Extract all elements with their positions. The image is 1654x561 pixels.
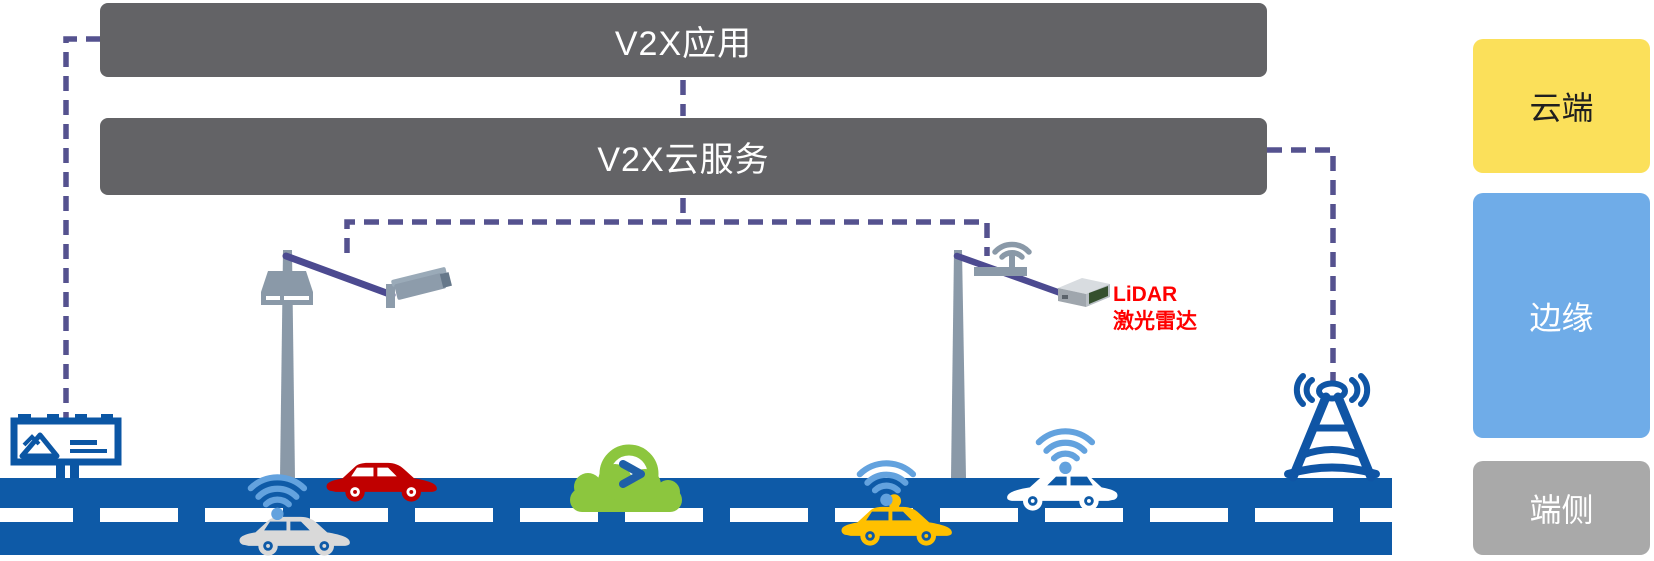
connector-billboard-to-app xyxy=(63,36,101,421)
connector-cloud-to-tower xyxy=(1267,147,1336,383)
legend-device-tier-label: 端侧 xyxy=(1529,492,1594,528)
legend-edge-tier: 边缘 xyxy=(1473,193,1650,438)
antenna-icon xyxy=(974,241,1032,276)
dashed-connectors xyxy=(63,36,1336,421)
legend-cloud-tier-label: 云端 xyxy=(1529,90,1594,126)
v2x-cloud-service-layer-bar: V2X云服务 xyxy=(100,118,1267,195)
lidar-annotation: LiDAR 激光雷达 xyxy=(1113,281,1197,336)
roadside-pole-camera xyxy=(261,250,452,478)
lidar-sensor-icon xyxy=(1058,278,1110,307)
lidar-annotation-zh: 激光雷达 xyxy=(1113,310,1197,334)
cell-tower-icon xyxy=(1284,373,1380,482)
roadside-camera-icon xyxy=(386,267,452,308)
lane-marking xyxy=(0,508,1392,522)
legend-device-tier: 端侧 xyxy=(1473,461,1650,555)
wifi-icon xyxy=(1039,431,1092,474)
connector-cloud-to-edge-bus xyxy=(344,198,990,256)
v2x-app-layer-bar: V2X应用 xyxy=(100,3,1267,77)
rsu-box-icon xyxy=(261,271,313,305)
legend-edge-tier-label: 边缘 xyxy=(1529,299,1594,336)
roadside-pole-lidar xyxy=(951,241,1110,478)
lidar-annotation-en: LiDAR xyxy=(1113,283,1178,306)
v2x-cloud-service-layer-label: V2X云服务 xyxy=(597,141,770,179)
legend-cloud-tier: 云端 xyxy=(1473,39,1650,173)
road xyxy=(0,478,1392,555)
camera-mount-arm xyxy=(282,252,396,299)
billboard-icon xyxy=(10,414,122,478)
v2x-app-layer-label: V2X应用 xyxy=(614,24,753,63)
lidar-mount-arm xyxy=(953,252,1070,299)
